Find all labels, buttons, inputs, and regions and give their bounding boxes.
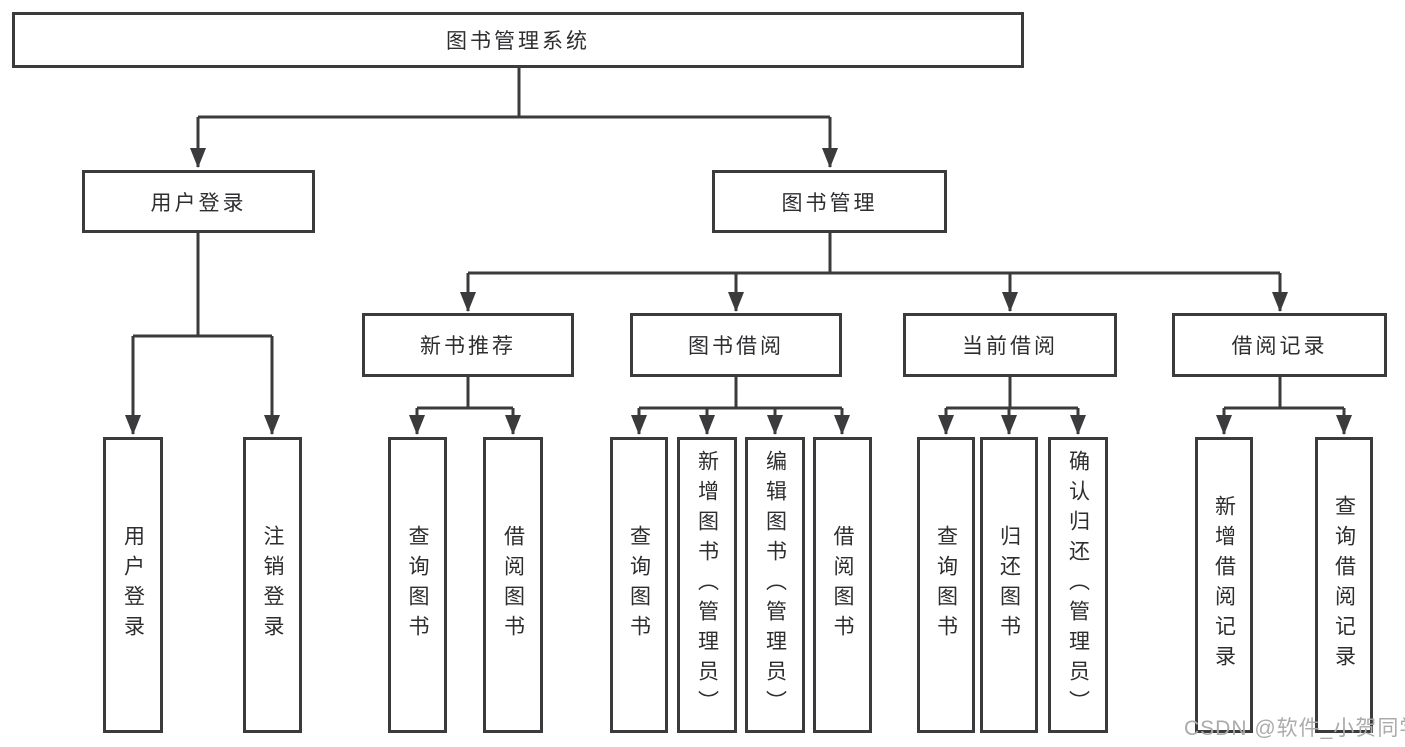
node-user-login: 用户登录: [82, 170, 315, 233]
leaf-label: 查询借阅记录: [1332, 495, 1356, 675]
leaf-return-books: 归还图书: [980, 437, 1038, 733]
node-label: 新书推荐: [420, 335, 516, 358]
node-label: 用户登录: [150, 191, 247, 215]
node-label: 当前借阅: [962, 335, 1058, 358]
node-library-management-system: 图书管理系统: [12, 12, 1024, 68]
leaf-edit-books-admin: 编辑图书（管理员）: [745, 437, 805, 733]
node-book-management: 图书管理: [712, 170, 947, 233]
leaf-label: 新增借阅记录: [1212, 495, 1236, 675]
leaf-add-books-admin: 新增图书（管理员）: [677, 437, 737, 733]
csdn-watermark: CSDN @软件_小贺同学: [1184, 717, 1405, 740]
leaf-label: 编辑图书（管理员）: [763, 450, 787, 720]
leaf-label: 注销登录: [261, 525, 284, 645]
leaf-label: 查询图书: [406, 525, 429, 645]
leaf-label: 借阅图书: [831, 525, 854, 645]
leaf-label: 归还图书: [997, 525, 1021, 645]
leaf-user-login: 用户登录: [103, 437, 163, 733]
leaf-query-books-recommend: 查询图书: [388, 437, 447, 733]
node-book-borrowing: 图书借阅: [630, 313, 842, 377]
leaf-label: 确认归还（管理员）: [1066, 450, 1090, 720]
leaf-label: 查询图书: [627, 525, 651, 645]
leaf-borrow-books-borrowing: 借阅图书: [813, 437, 872, 733]
leaf-query-borrow-record: 查询借阅记录: [1315, 437, 1373, 733]
leaf-label: 新增图书（管理员）: [695, 450, 719, 720]
leaf-borrow-books-recommend: 借阅图书: [483, 437, 543, 733]
node-new-book-recommendation: 新书推荐: [362, 313, 574, 377]
leaf-query-books-current: 查询图书: [917, 437, 975, 733]
leaf-confirm-return-admin: 确认归还（管理员）: [1048, 437, 1108, 733]
leaf-label: 查询图书: [934, 525, 958, 645]
node-label: 图书管理: [781, 191, 878, 215]
leaf-label: 用户登录: [121, 525, 145, 645]
leaf-add-borrow-record: 新增借阅记录: [1195, 437, 1253, 733]
leaf-query-books-borrowing: 查询图书: [610, 437, 668, 733]
node-label: 图书管理系统: [446, 30, 590, 53]
node-label: 图书借阅: [688, 335, 784, 358]
node-label: 借阅记录: [1231, 335, 1328, 358]
node-borrowing-records: 借阅记录: [1172, 313, 1387, 377]
node-current-borrowing: 当前借阅: [903, 313, 1117, 377]
leaf-logout: 注销登录: [243, 437, 302, 733]
leaf-label: 借阅图书: [501, 525, 525, 645]
